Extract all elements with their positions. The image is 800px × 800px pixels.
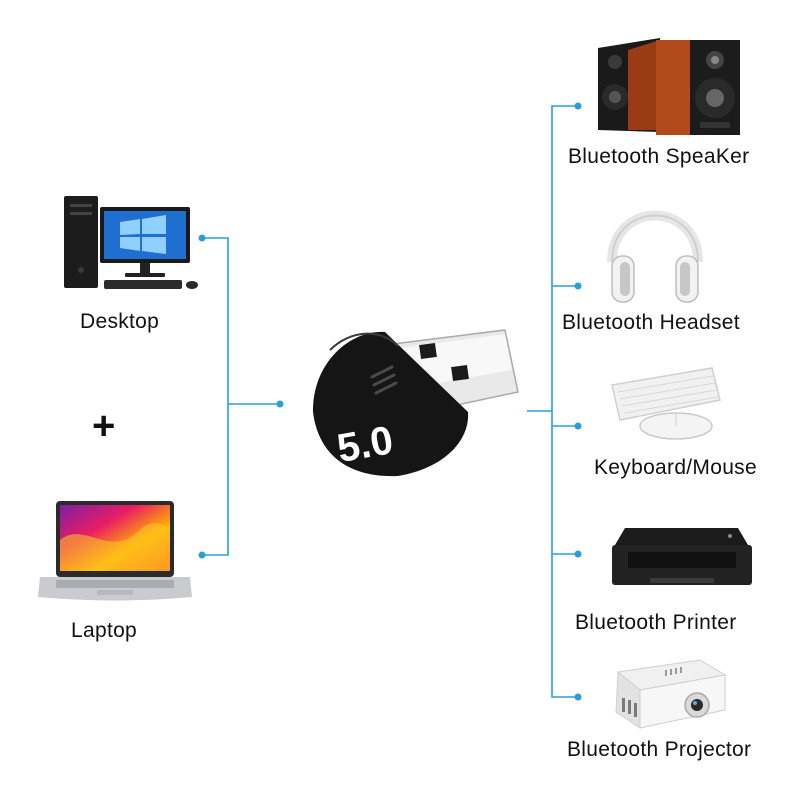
device-label-printer: Bluetooth Printer (575, 611, 737, 634)
device-label-desktop: Desktop (80, 310, 160, 333)
adapter-version-label: 5.0 (334, 418, 396, 471)
connector-dot (276, 400, 284, 408)
keyboard-mouse-icon (611, 367, 721, 440)
speaker-icon (598, 38, 740, 135)
left-connector (202, 237, 280, 556)
connector-dot (574, 282, 582, 290)
connector-dot (198, 551, 206, 559)
device-label-speaker: Bluetooth SpeaKer (568, 145, 750, 168)
device-label-headset: Bluetooth Headset (562, 311, 740, 334)
plus-icon: + (92, 404, 116, 448)
printer-icon (612, 528, 752, 585)
laptop-icon (38, 501, 192, 601)
headset-icon (607, 210, 703, 303)
usb-bluetooth-adapter-icon: 5.0 (312, 329, 519, 477)
projector-icon (615, 659, 727, 729)
desktop-computer-icon (64, 196, 198, 289)
connector-dot (574, 693, 582, 701)
connector-dot (198, 234, 206, 242)
connector-dot (574, 550, 582, 558)
device-label-keyboard-mouse: Keyboard/Mouse (594, 456, 757, 479)
connector-dot (574, 102, 582, 110)
right-connector (527, 105, 578, 698)
connector-dot (574, 422, 582, 430)
device-label-projector: Bluetooth Projector (567, 738, 752, 761)
device-label-laptop: Laptop (71, 619, 138, 642)
